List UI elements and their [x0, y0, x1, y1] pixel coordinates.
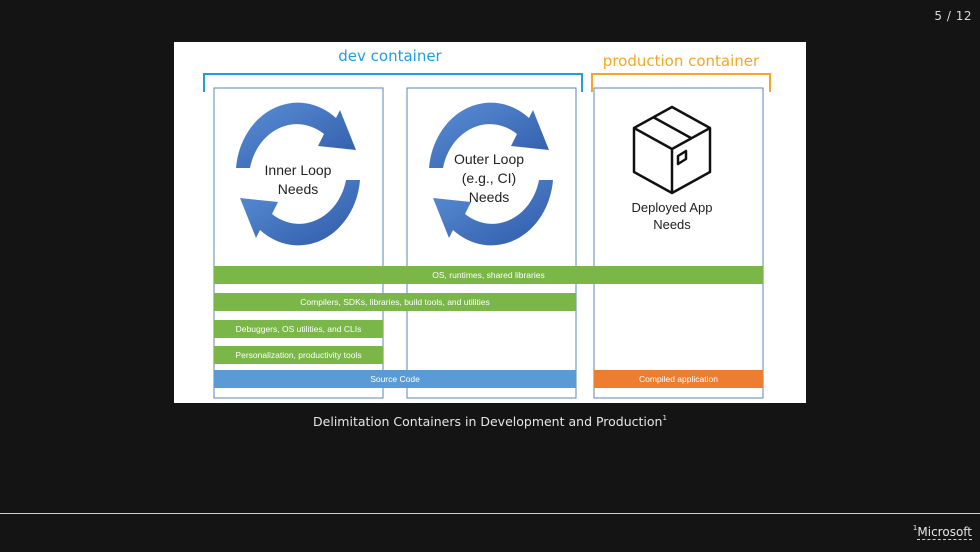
compilers-layer: Compilers, SDKs, libraries, build tools,…: [214, 293, 576, 311]
dev-container-label: dev container: [338, 47, 442, 65]
caption-footnote-marker: 1: [662, 414, 667, 422]
deployed-app-line-2: Needs: [653, 217, 691, 232]
diagram-graphics: [203, 73, 771, 399]
inner-loop-line-1: Inner Loop: [264, 162, 332, 178]
inner-loop-cycle-icon: [236, 102, 360, 246]
footnote-marker: 1: [912, 524, 918, 532]
outer-loop-cycle-icon: [429, 102, 553, 246]
outer-loop-line-3: Needs: [468, 189, 510, 205]
slide-counter: 5 / 12: [934, 9, 972, 23]
outer-loop-line-2: (e.g., CI): [461, 170, 517, 186]
footer-divider: [0, 513, 980, 514]
os-runtimes-layer: OS, runtimes, shared libraries: [214, 266, 763, 284]
footnote: 1Microsoft: [912, 524, 972, 540]
compiled-application-layer: Compiled application: [594, 370, 763, 388]
caption-text: Delimitation Containers in Development a…: [313, 414, 663, 429]
inner-loop-label: Inner Loop Needs: [238, 161, 358, 199]
containers-diagram: dev container production container Inner…: [174, 42, 806, 403]
outer-loop-label: Outer Loop (e.g., CI) Needs: [429, 150, 549, 207]
package-box-icon: [632, 105, 712, 195]
outer-loop-line-1: Outer Loop: [453, 151, 525, 167]
outer-loop-column: [406, 87, 577, 399]
source-code-layer: Source Code: [214, 370, 576, 388]
production-column: [593, 87, 764, 399]
inner-loop-column: [213, 87, 384, 399]
deployed-app-label: Deployed App Needs: [611, 199, 733, 233]
inner-loop-line-2: Needs: [277, 181, 319, 197]
production-container-bracket: [591, 73, 771, 92]
dev-container-bracket: [203, 73, 583, 92]
production-container-label: production container: [602, 52, 760, 70]
debuggers-layer: Debuggers, OS utilities, and CLIs: [214, 320, 383, 338]
footnote-link-microsoft[interactable]: Microsoft: [917, 525, 972, 540]
personalization-layer: Personalization, productivity tools: [214, 346, 383, 364]
deployed-app-line-1: Deployed App: [631, 200, 713, 215]
figure-caption: Delimitation Containers in Development a…: [0, 414, 980, 429]
